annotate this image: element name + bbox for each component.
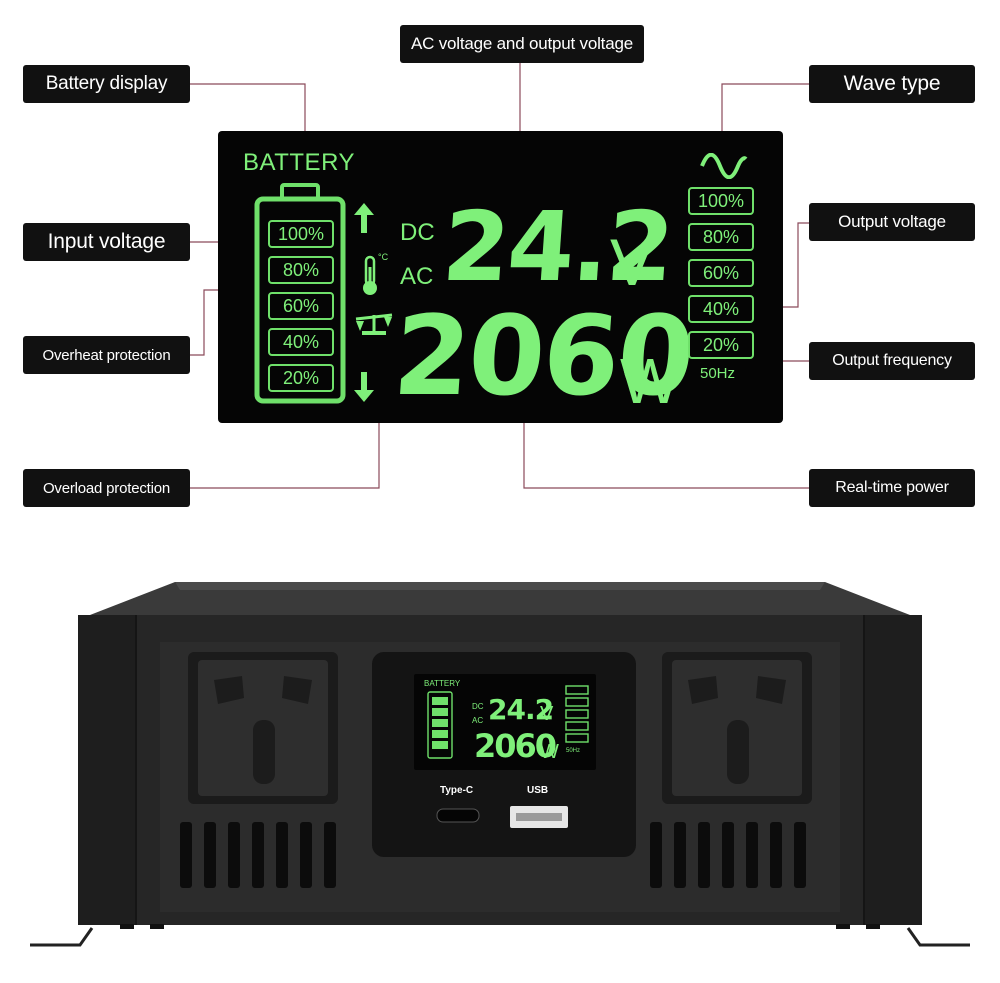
voltage-unit: V — [610, 225, 655, 299]
mini-power-unit: W — [540, 741, 559, 763]
frequency-label: 50Hz — [700, 365, 736, 382]
arrow-down-icon — [354, 372, 374, 402]
battery-level-100: 100% — [268, 220, 334, 248]
mini-frequency: 50Hz — [566, 748, 581, 754]
battery-level-40: 40% — [268, 328, 334, 356]
thermometer-icon — [363, 255, 377, 295]
battery-level-80: 80% — [268, 256, 334, 284]
leader-wave-type — [721, 83, 809, 150]
arrow-up-icon — [354, 203, 374, 233]
battery-level-60: 60% — [268, 292, 334, 320]
overload-balance-icon — [355, 313, 393, 335]
battery-level-20: 20% — [268, 364, 334, 392]
right-ac-socket[interactable] — [662, 652, 812, 804]
mini-voltage-value: 24.2 — [488, 693, 554, 726]
callout-overload-protection: Overload protection — [23, 469, 190, 507]
leader-real-time-power — [523, 410, 809, 489]
mini-power-value: 2060 — [474, 727, 557, 765]
sine-wave-icon — [700, 153, 748, 179]
callout-real-time-power: Real-time power — [809, 469, 975, 507]
callout-input-voltage: Input voltage — [23, 223, 190, 261]
callout-battery-display: Battery display — [23, 65, 190, 103]
power-unit: W — [620, 345, 681, 417]
mini-dc-label: DC — [472, 702, 484, 711]
left-ac-socket[interactable] — [188, 652, 338, 804]
callout-overheat-protection: Overheat protection — [23, 336, 190, 374]
lcd-panel: BATTERY 100% 80% 60% 40% 20% °C — [218, 131, 783, 423]
temp-unit: °C — [378, 252, 389, 262]
dc-label: DC — [400, 219, 435, 246]
callout-output-voltage: Output voltage — [809, 203, 975, 241]
output-level-80: 80% — [688, 223, 754, 251]
mini-voltage-unit: V — [540, 703, 554, 725]
mini-battery-label: BATTERY — [424, 679, 461, 688]
output-level-40: 40% — [688, 295, 754, 323]
output-level-60: 60% — [688, 259, 754, 287]
battery-label: BATTERY — [243, 149, 355, 176]
type-c-port[interactable] — [437, 809, 479, 822]
leader-battery-display — [190, 83, 306, 150]
usb-label: USB — [527, 785, 549, 796]
type-c-label: Type-C — [440, 785, 474, 796]
callout-wave-type: Wave type — [809, 65, 975, 103]
callout-ac-voltage: AC voltage and output voltage — [400, 25, 644, 63]
output-level-100: 100% — [688, 187, 754, 215]
ac-label: AC — [400, 263, 434, 290]
mini-ac-label: AC — [472, 716, 484, 725]
battery-icon — [254, 183, 346, 404]
callout-output-frequency: Output frequency — [809, 342, 975, 380]
usb-port[interactable] — [510, 806, 568, 828]
inverter-device — [30, 582, 970, 947]
output-level-20: 20% — [688, 331, 754, 359]
